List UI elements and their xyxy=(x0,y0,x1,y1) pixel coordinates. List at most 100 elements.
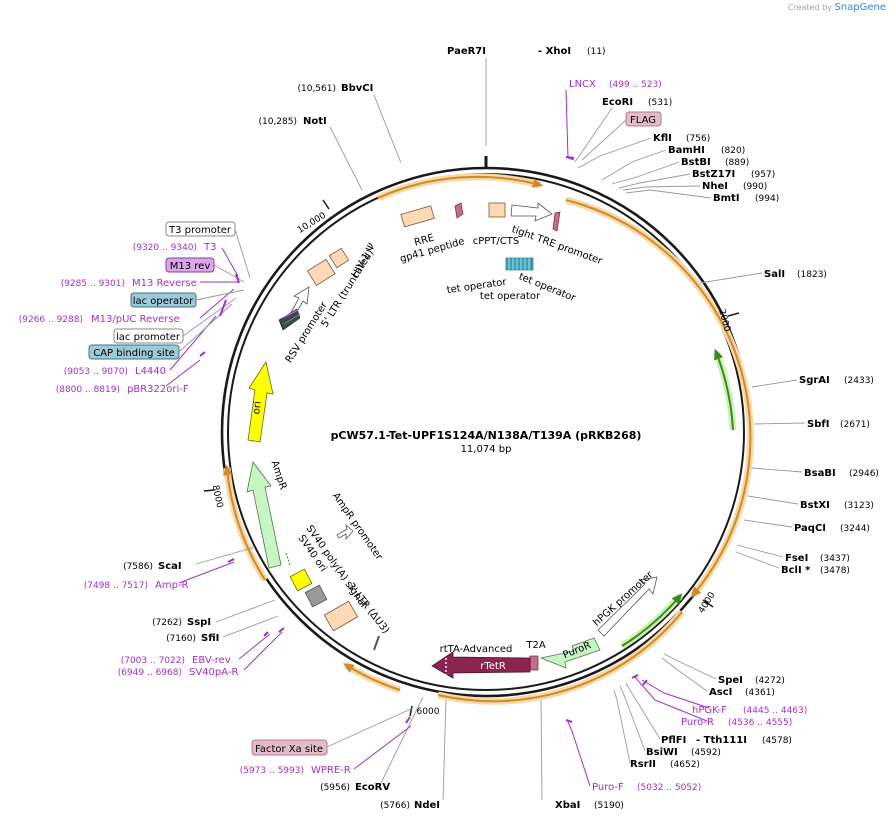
scale-ticks xyxy=(203,199,740,717)
snapgene-credit: Created by SnapGene xyxy=(788,2,886,13)
label-cap-binding: CAP binding site xyxy=(93,348,175,359)
arc-pgk xyxy=(621,593,683,647)
site-paqci: PaqCI xyxy=(794,523,826,534)
primer-puror-pos: (4536 .. 4555) xyxy=(728,718,792,728)
primer-m13rev: M13 Reverse xyxy=(132,278,197,289)
site-spei: SpeI xyxy=(718,675,743,686)
site-ecorv: EcoRV xyxy=(355,782,390,793)
site-sbfi-pos: (2671) xyxy=(840,420,870,430)
site-bstxi-pos: (3123) xyxy=(844,501,874,511)
site-fsei-pos: (3437) xyxy=(820,554,850,564)
cppt-box xyxy=(488,202,506,218)
primer-sv40pa: SV40pA-R xyxy=(189,667,238,678)
sv40-polya-box xyxy=(304,584,328,608)
boxed-labels: FLAG T3 promoter M13 rev lac operator la… xyxy=(88,111,662,756)
site-rsrii-pos: (4652) xyxy=(670,760,700,770)
tre-promoter-arrow xyxy=(510,202,553,222)
site-bamhi: BamHI xyxy=(668,145,705,156)
ori-arrow xyxy=(247,360,274,443)
primer-marks xyxy=(199,156,648,724)
site-sbfi: SbfI xyxy=(807,419,829,430)
site-sgrai-pos: (2433) xyxy=(844,376,874,386)
site-pflfi: PflFI xyxy=(661,735,686,746)
site-kfli-pos: (756) xyxy=(686,134,710,144)
site-sfii-pos: (7160) xyxy=(166,634,196,644)
site-nhei: NheI xyxy=(702,181,728,192)
primer-m13puc: M13/pUC Reverse xyxy=(91,314,180,325)
feature-label-rre: RRE xyxy=(413,233,435,249)
site-tth111i: - Tth111I xyxy=(696,735,747,746)
puror-arrow xyxy=(539,637,601,669)
primer-labels: LNCX (499 .. 523) (9320 .. 9340) T3 (928… xyxy=(19,79,808,793)
lac-region-block xyxy=(278,308,301,331)
site-sali: SalI xyxy=(764,269,785,280)
site-sfii: SfiI xyxy=(201,633,219,644)
site-bbvci-pos: (10,561) xyxy=(297,84,336,94)
label-flag: FLAG xyxy=(630,115,656,126)
hpgk-promoter-arrow xyxy=(597,576,658,637)
site-bstz17i-pos: (957) xyxy=(751,170,775,180)
feature-label-rtetr: rTetR xyxy=(480,661,506,672)
site-xbai: XbaI xyxy=(555,800,580,811)
deltau3-mark xyxy=(373,635,380,651)
primer-wpre-pos: (5973 .. 5993) xyxy=(240,766,304,776)
site-bcli-pos: (3478) xyxy=(820,566,850,576)
primer-sv40pa-pos: (6949 .. 6968) xyxy=(118,668,182,678)
primer-purof: Puro-F xyxy=(592,782,624,793)
arc-tre3g-insert xyxy=(565,199,752,598)
arc-3ltr xyxy=(342,663,401,691)
feature-label-ampr: AmpR xyxy=(269,459,289,491)
primer-lncx-pos: (499 .. 523) xyxy=(609,80,662,90)
primer-hpgkf-pos: (4445 .. 4463) xyxy=(743,706,807,716)
green-feature-arcs xyxy=(620,348,737,649)
scale-label-6000: 6000 xyxy=(417,707,440,717)
5ltr-box xyxy=(306,258,336,287)
arc-lentiviral xyxy=(377,175,544,199)
site-sali-pos: (1823) xyxy=(797,270,827,280)
site-rsrii: RsrII xyxy=(630,759,656,770)
arc-backbone xyxy=(222,464,266,581)
inner-features xyxy=(246,202,658,679)
site-spei-pos: (4272) xyxy=(755,676,785,686)
site-asci: AscI xyxy=(709,687,732,698)
site-xhoi: - XhoI xyxy=(538,46,571,57)
primer-l4440-pos: (9053 .. 9070) xyxy=(64,367,128,377)
psi-box xyxy=(328,247,350,269)
arc-upf1 xyxy=(714,348,734,431)
primer-ampr-pos: (7498 .. 7517) xyxy=(84,581,148,591)
site-paqci-pos: (3244) xyxy=(840,524,870,534)
3ltr-box xyxy=(323,600,359,632)
site-leader-lines xyxy=(195,58,806,801)
gp41-box xyxy=(454,202,464,219)
site-ndei-pos: (5766) xyxy=(380,801,410,811)
site-tth111i-pos: (4578) xyxy=(762,736,792,746)
site-bsiwi: BsiWI xyxy=(646,747,678,758)
feature-label-tetop-3: tet operator xyxy=(480,291,541,302)
feature-label-hpgk: hPGK promoter xyxy=(591,569,656,629)
feature-label-ampr-promoter: AmpR promoter xyxy=(330,491,385,563)
kozak-box xyxy=(552,211,561,232)
site-bsiwi-pos: (4592) xyxy=(691,748,721,758)
scale-label-4000: 4000 xyxy=(697,590,718,615)
site-noti: NotI xyxy=(303,116,327,127)
primer-pbr322-pos: (8800 .. 8819) xyxy=(56,385,120,395)
ampr-arrow xyxy=(246,461,282,569)
label-lac-operator: lac operator xyxy=(133,296,194,307)
site-bstz17i: BstZ17I xyxy=(692,169,735,180)
site-asci-pos: (4361) xyxy=(745,688,775,698)
credit-prefix: Created by xyxy=(787,3,832,12)
orange-feature-arcs xyxy=(222,173,754,705)
primer-t3: T3 xyxy=(203,242,216,253)
site-ndei: NdeI xyxy=(414,800,440,811)
primer-purof-pos: (5032 .. 5052) xyxy=(637,783,701,793)
label-m13rev: M13 rev xyxy=(170,261,211,272)
site-sgrai: SgrAI xyxy=(799,375,830,386)
primer-m13puc-pos: (9266 .. 9288) xyxy=(19,315,83,325)
arc-rtta xyxy=(437,611,683,703)
site-bamhi-pos: (820) xyxy=(721,146,745,156)
primer-m13rev-pos: (9285 .. 9301) xyxy=(61,279,125,289)
site-ecori-pos: (531) xyxy=(648,98,672,108)
site-bmti-pos: (994) xyxy=(755,194,779,204)
primer-ebv-pos: (7003 .. 7022) xyxy=(121,656,185,666)
